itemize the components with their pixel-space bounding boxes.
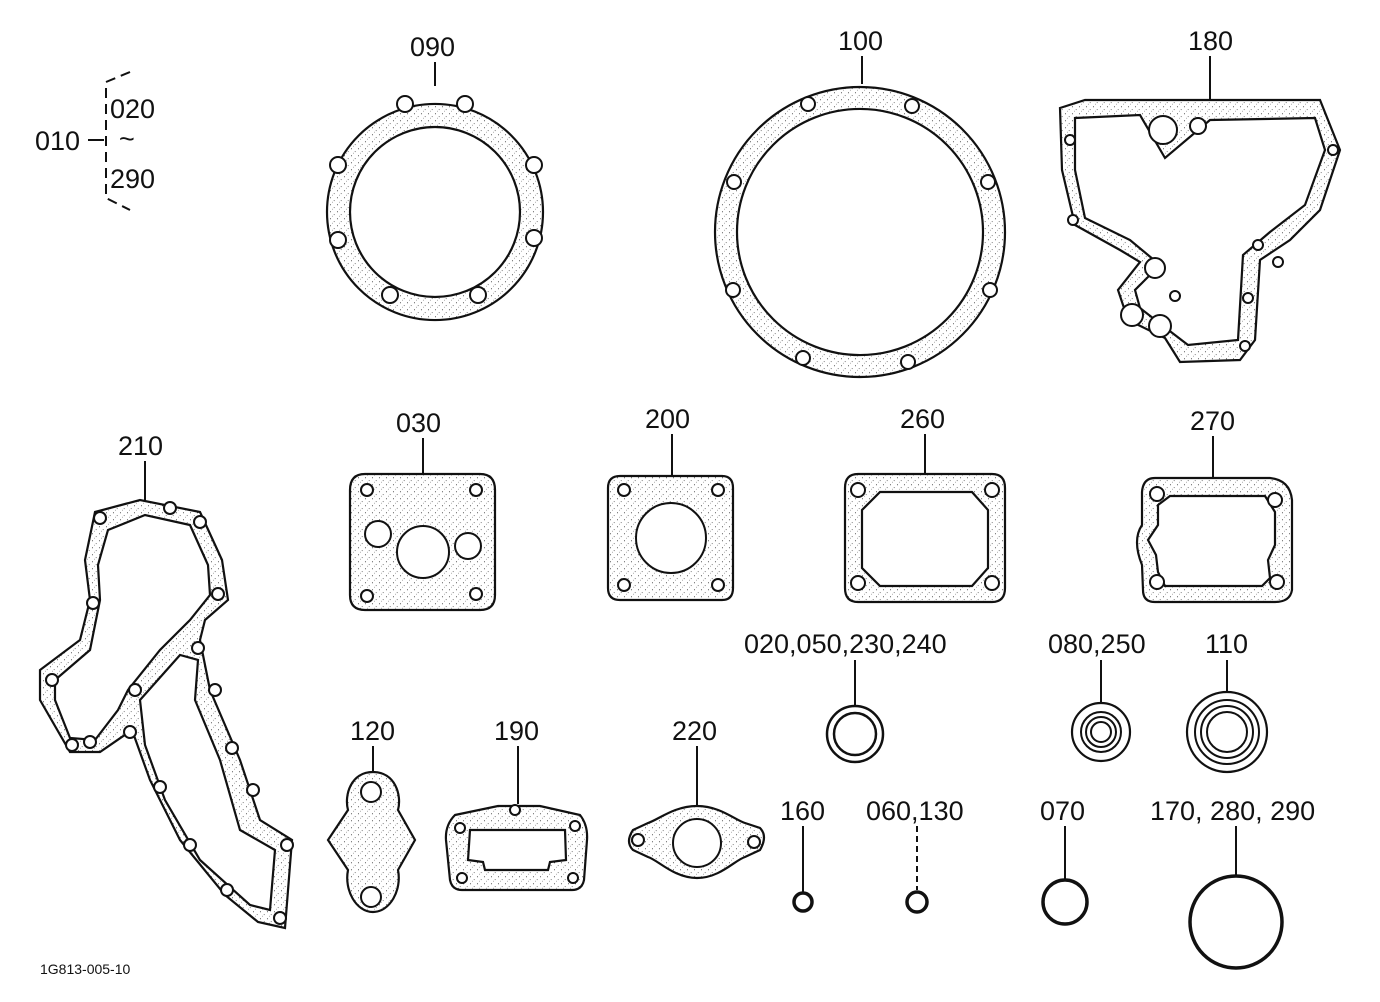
kit-range-start: 020	[110, 94, 155, 124]
part-label-110: 110	[1205, 629, 1248, 659]
gasket-090: 090	[325, 32, 545, 322]
gasket-210: 210	[38, 431, 294, 930]
oring-070: 070	[1040, 796, 1089, 926]
oring-060-130: 060,130	[866, 796, 964, 914]
part-label-200: 200	[645, 404, 690, 434]
seal-110: 110	[1185, 629, 1269, 774]
gasket-030: 030	[348, 408, 497, 612]
part-label-260: 260	[900, 404, 945, 434]
part-label-210: 210	[118, 431, 163, 461]
part-label-190: 190	[494, 716, 539, 746]
gasket-260: 260	[843, 404, 1007, 604]
part-label-270: 270	[1190, 406, 1235, 436]
seal-020-050-230-240: 020,050,230,240	[744, 629, 947, 764]
part-label-020-050-230-240: 020,050,230,240	[744, 629, 947, 659]
kit-range-tilde: ~	[119, 124, 135, 154]
oring-170-280-290: 170, 280, 290	[1150, 796, 1315, 970]
part-label-120: 120	[350, 716, 395, 746]
gasket-120: 120	[326, 716, 417, 914]
part-label-080-250: 080,250	[1048, 629, 1146, 659]
part-label-030: 030	[396, 408, 441, 438]
gasket-200: 200	[606, 404, 735, 602]
seal-080-250: 080,250	[1048, 629, 1146, 763]
part-label-100: 100	[838, 26, 883, 56]
kit-set-label: 010	[35, 126, 80, 156]
gasket-100: 100	[713, 26, 1007, 379]
part-label-090: 090	[410, 32, 455, 62]
part-label-220: 220	[672, 716, 717, 746]
gasket-190: 190	[444, 716, 589, 892]
gasket-220: 220	[627, 716, 766, 880]
kit-set-label-group: 010 020 ~ 290	[35, 71, 155, 211]
document-code: 1G813-005-10	[40, 961, 131, 977]
part-label-170-280-290: 170, 280, 290	[1150, 796, 1315, 826]
part-label-180: 180	[1188, 26, 1233, 56]
part-label-160: 160	[780, 796, 825, 826]
gasket-270: 270	[1135, 406, 1294, 604]
part-label-060-130: 060,130	[866, 796, 964, 826]
oring-160: 160	[780, 796, 825, 913]
kit-range-end: 290	[110, 164, 155, 194]
gasket-180: 180	[1058, 26, 1342, 364]
part-label-070: 070	[1040, 796, 1085, 826]
